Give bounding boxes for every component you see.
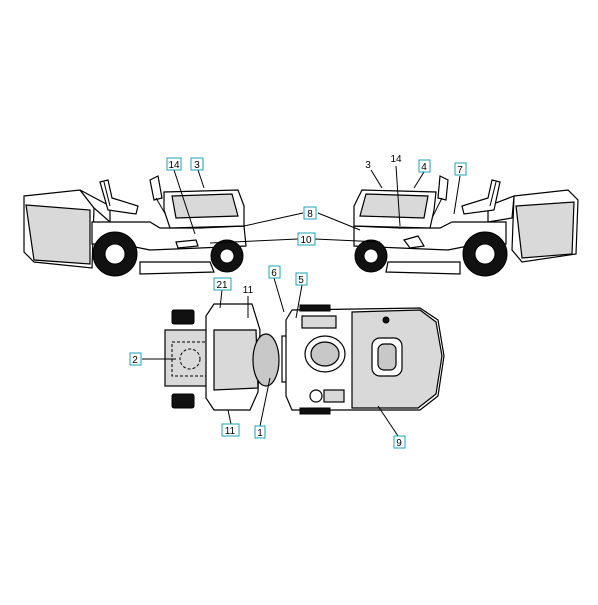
callout-14-right: 14 [390, 154, 402, 165]
collector-label-area-right [515, 201, 575, 259]
seat-back-top [213, 329, 259, 391]
svg-text:2: 2 [132, 355, 138, 366]
callout-2: 2 [129, 352, 142, 366]
svg-text:5: 5 [298, 275, 304, 286]
seat-top [252, 333, 280, 387]
right-side-view-tractor [353, 175, 579, 277]
callout-7: 7 [454, 162, 467, 176]
callout-11-top: 11 [243, 285, 254, 296]
callout-5: 5 [295, 272, 308, 286]
hood-label-area [171, 193, 239, 219]
callout-11-bottom: 11 [221, 423, 240, 437]
callout-1: 1 [254, 425, 266, 439]
svg-text:21: 21 [216, 280, 228, 291]
callout-14-left: 14 [166, 157, 182, 171]
svg-text:11: 11 [225, 426, 236, 437]
svg-text:14: 14 [390, 154, 402, 165]
top-view-tractor [164, 303, 445, 415]
hood-label-area-right [359, 193, 429, 219]
left-side-view-tractor [23, 175, 247, 277]
dash-decal [301, 315, 337, 329]
svg-text:14: 14 [168, 160, 180, 171]
callout-4: 4 [418, 159, 431, 173]
svg-text:3: 3 [365, 160, 371, 171]
callout-3-left: 3 [190, 157, 204, 171]
leader-lines [142, 165, 461, 437]
svg-text:10: 10 [300, 235, 312, 246]
svg-text:3: 3 [194, 160, 200, 171]
callout-3-right: 3 [365, 160, 371, 171]
callout-8: 8 [303, 206, 317, 220]
svg-text:9: 9 [396, 438, 402, 449]
svg-text:4: 4 [421, 162, 427, 173]
svg-text:11: 11 [243, 285, 254, 296]
callout-9: 9 [393, 435, 406, 449]
svg-text:7: 7 [457, 165, 463, 176]
svg-text:1: 1 [257, 428, 263, 439]
callout-21: 21 [213, 277, 232, 291]
svg-text:8: 8 [307, 209, 313, 220]
collector-label-area [25, 204, 91, 265]
callout-10: 10 [297, 232, 316, 246]
callout-6: 6 [268, 265, 281, 279]
svg-text:6: 6 [271, 268, 277, 279]
